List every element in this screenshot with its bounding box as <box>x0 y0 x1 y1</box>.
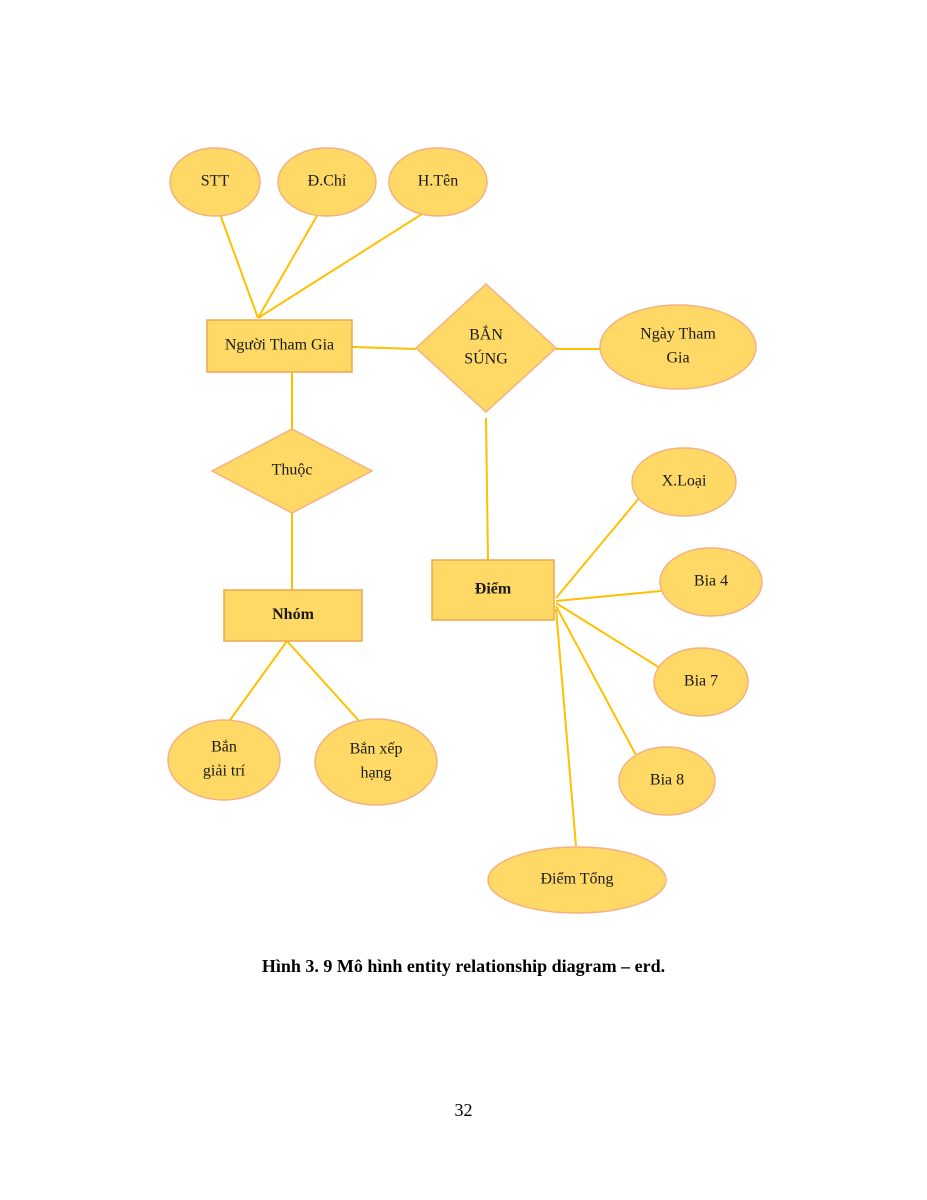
nhom-label: Nhóm <box>272 606 314 623</box>
ngay-tham-gia-label: Ngày Tham <box>640 326 716 343</box>
connector-lines <box>219 213 662 847</box>
diem-label: Điểm <box>475 581 512 598</box>
diem-tong-label: Điểm Tổng <box>540 871 613 888</box>
nguoi-tham-gia-label: Người Tham Gia <box>225 337 334 354</box>
ngay-tham-gia-label: Gia <box>666 350 689 367</box>
nhom-shape <box>223 589 363 642</box>
ban-xep-hang-shape <box>314 718 438 806</box>
thuoc-label: Thuộc <box>272 462 313 479</box>
attribute-stt: STT <box>169 147 261 217</box>
edge-diem-to-diem-tong <box>555 608 577 847</box>
edge-hten-to-nguoi-tham-gia <box>257 213 423 319</box>
hten-shape <box>388 147 488 217</box>
edge-nhom-to-ban-giai-tri <box>229 640 288 721</box>
edge-nguoi-tham-gia-to-ban-sung <box>351 346 417 350</box>
ban-giai-tri-label: Bắn <box>211 739 237 756</box>
stt-shape <box>169 147 261 217</box>
attribute-bia-7: Bia 7 <box>653 647 749 717</box>
relationship-ban-sung: BẮN SÚNG <box>414 282 558 414</box>
attribute-hten: H.Tên <box>388 147 488 217</box>
diem-shape <box>431 559 555 621</box>
edge-diem-to-bia-4 <box>555 590 662 602</box>
attribute-bia-8: Bia 8 <box>618 746 716 816</box>
edge-diem-to-x-loai <box>555 496 641 599</box>
entity-nguoi-tham-gia: Người Tham Gia <box>206 319 353 373</box>
attribute-ban-xep-hang: Bắn xếp hạng <box>314 718 438 806</box>
bia-7-label: Bia 7 <box>684 673 718 690</box>
attribute-diem-tong: Điểm Tổng <box>487 846 667 914</box>
ban-xep-hang-label: hạng <box>360 765 391 782</box>
entity-diem: Điểm <box>431 559 555 621</box>
ban-sung-shape <box>414 282 558 414</box>
relationship-thuoc: Thuộc <box>210 428 374 514</box>
edge-diem-to-bia-8 <box>555 605 638 758</box>
attribute-bia-4: Bia 4 <box>659 547 763 617</box>
bia-4-label: Bia 4 <box>694 573 728 590</box>
bia-8-label: Bia 8 <box>650 772 684 789</box>
figure-caption: Hình 3. 9 Mô hình entity relationship di… <box>261 956 666 976</box>
attribute-ban-giai-tri: Bắn giải trí <box>167 719 281 801</box>
edge-dchi-to-nguoi-tham-gia <box>257 213 319 319</box>
entity-nhom: Nhóm <box>223 589 363 642</box>
nguoi-tham-gia-shape <box>206 319 353 373</box>
stt-label: STT <box>201 173 230 190</box>
attribute-x-loai: X.Loại <box>631 447 737 517</box>
ngay-tham-gia-shape <box>599 304 757 390</box>
hten-label: H.Tên <box>418 173 458 190</box>
page-number: 32 <box>454 1100 473 1120</box>
bia-7-shape <box>653 647 749 717</box>
bia-8-shape <box>618 746 716 816</box>
dchi-shape <box>277 147 377 217</box>
ban-giai-tri-shape <box>167 719 281 801</box>
ban-xep-hang-label: Bắn xếp <box>350 741 403 758</box>
edge-stt-to-nguoi-tham-gia <box>219 213 259 319</box>
x-loai-label: X.Loại <box>662 473 707 490</box>
x-loai-shape <box>631 447 737 517</box>
ban-giai-tri-label: giải trí <box>203 763 246 780</box>
bia-4-shape <box>659 547 763 617</box>
dchi-label: Đ.Chỉ <box>308 173 347 190</box>
diem-tong-shape <box>487 846 667 914</box>
ban-sung-label: SÚNG <box>464 349 508 368</box>
edge-nhom-to-ban-xep-hang <box>286 640 361 723</box>
attribute-dchi: Đ.Chỉ <box>277 147 377 217</box>
ban-sung-label: BẮN <box>469 325 503 344</box>
edge-ban-sung-to-diem <box>485 417 489 561</box>
edge-diem-to-bia-7 <box>555 602 661 669</box>
thuoc-shape <box>210 428 374 514</box>
